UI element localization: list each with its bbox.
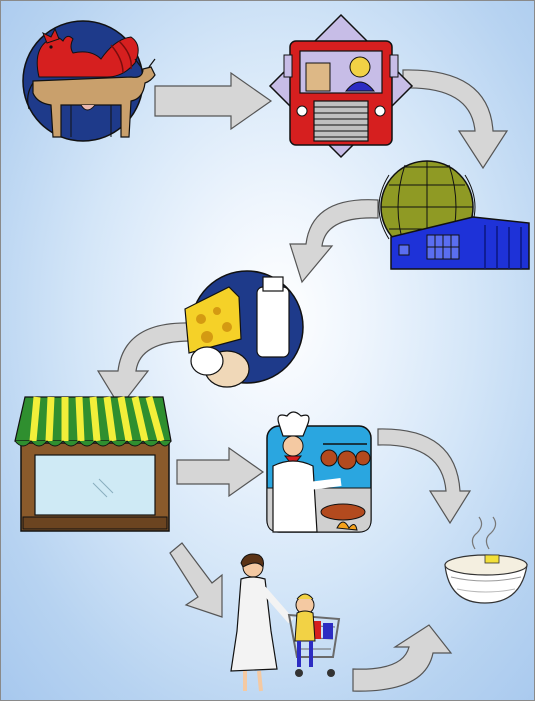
processing-plant-icon [378,160,530,270]
flow-arrow-transport-to-processing [402,69,509,170]
grocery-store-icon [14,396,172,532]
chef-cooking-icon [266,411,372,533]
flow-arrow-store-to-shopper [169,542,223,618]
flow-arrow-shopper-to-meal [352,624,453,692]
meal-bowl-icon [444,516,528,604]
dairy-products-icon [184,270,304,388]
flow-arrow-store-to-restaurant [176,446,265,498]
flow-arrow-farm-to-transport [154,71,273,131]
truck-icon [268,13,414,159]
farm-animals-icon [22,20,156,142]
shopper-with-cart-icon [230,553,341,692]
flow-arrow-restaurant-to-meal [377,428,472,525]
flow-arrow-processing-to-dairy [289,199,379,284]
flow-arrow-dairy-to-store [96,322,192,409]
